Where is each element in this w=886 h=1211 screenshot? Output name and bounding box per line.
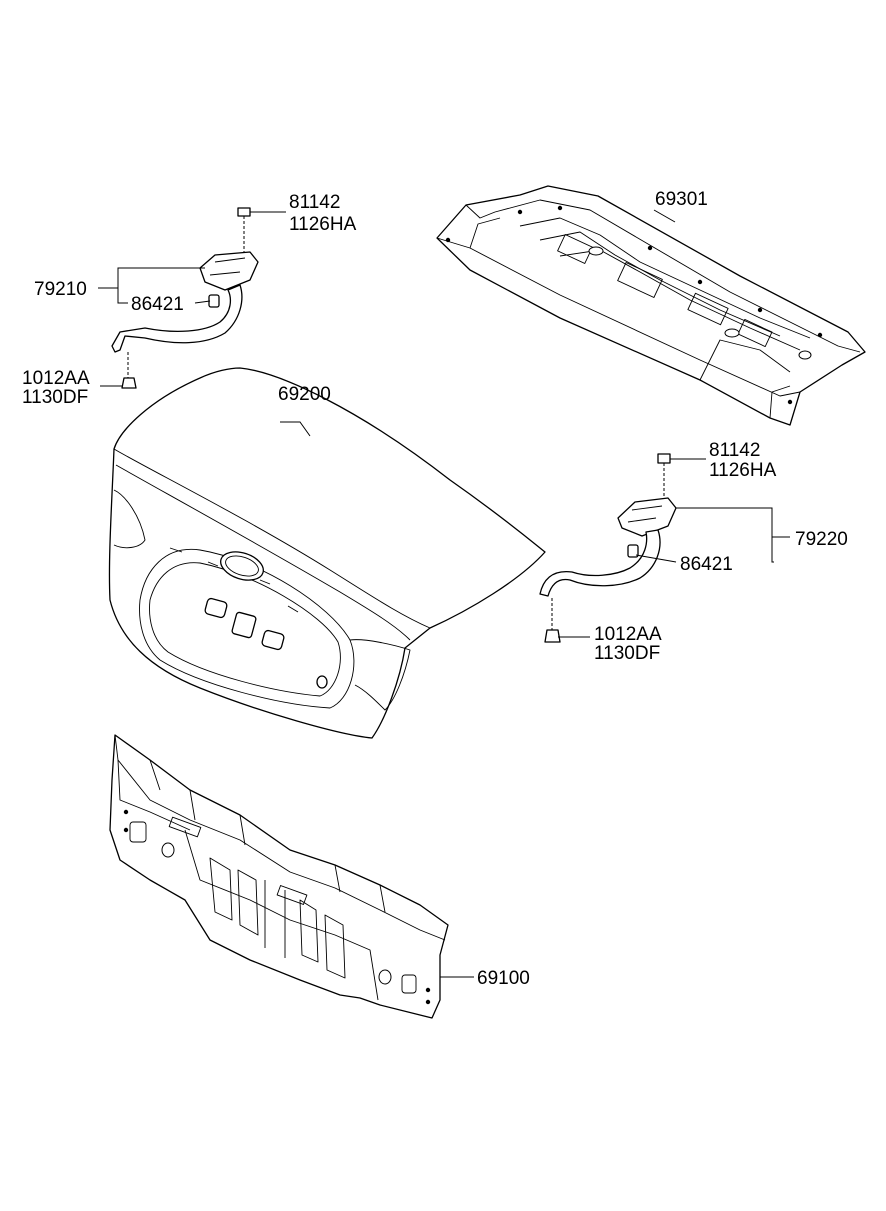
part-labels: 81142 1126HA 79210 86421 1012AA 1130DF 6… [22,189,848,989]
label-86421-left: 86421 [131,294,184,315]
label-1130df-right: 1130DF [594,643,660,664]
rear-shelf-panel-69301 [436,185,866,426]
back-panel-69100 [109,734,449,1019]
label-1126ha-right: 1126HA [709,460,777,481]
label-81142-left: 81142 [289,192,340,213]
label-1126ha-left: 1126HA [289,214,357,235]
label-69301: 69301 [655,189,708,210]
label-1012aa-left: 1012AA [22,368,90,389]
left-hinge-assembly [111,207,259,389]
label-81142-right: 81142 [709,440,760,461]
label-79210: 79210 [34,279,87,300]
label-69200: 69200 [278,384,331,405]
label-1130df-left: 1130DF [22,387,88,408]
label-1012aa-right: 1012AA [594,624,662,645]
label-69100: 69100 [477,968,530,989]
leader-lines [98,209,790,978]
trunk-lid-69200 [108,367,546,739]
label-86421-right: 86421 [680,554,733,575]
right-hinge-assembly [539,453,677,643]
label-79220: 79220 [795,529,848,550]
